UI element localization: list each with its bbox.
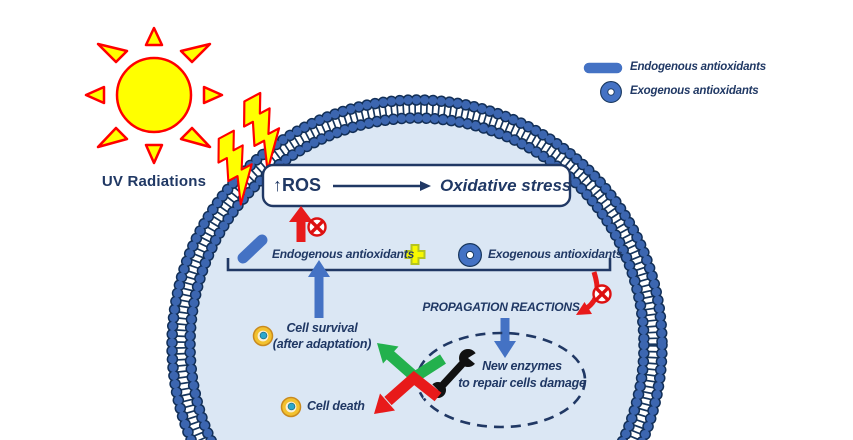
endogenous-rod-icon (237, 234, 268, 264)
propagation-reactions-label: PROPAGATION REACTIONS (422, 300, 580, 314)
lightning-icons (217, 91, 281, 206)
ros-box (261, 163, 572, 208)
legend-exogenous-ring-icon (600, 81, 622, 103)
cell-survival-icon (252, 325, 274, 347)
exogenous-antioxidants-label: Exogenous antioxidants (488, 247, 623, 261)
plus-icon (404, 244, 426, 265)
exogenous-ring-icon (458, 243, 483, 268)
lightning-icon (217, 129, 253, 206)
ros-increase-blocked-arrow (289, 206, 313, 242)
legend-endogenous-label: Endogenous antioxidants (630, 61, 766, 73)
new-enzymes-line1: New enzymes (482, 359, 562, 373)
cell-membrane (166, 94, 668, 440)
cell-survival-line2: (after adaptation) (272, 337, 372, 351)
legend-exogenous-label: Exogenous antioxidants (630, 85, 759, 97)
survival-to-antioxidants-arrow (308, 260, 330, 318)
cell-death-icon (280, 396, 302, 418)
cell-survival-line1: Cell survival (286, 321, 358, 335)
cell-death-label: Cell death (307, 399, 365, 413)
ros-label: ↑ROS (273, 175, 322, 195)
endogenous-antioxidants-label: Endogenous antioxidants (272, 247, 415, 261)
oxidative-stress-label: Oxidative stress (440, 176, 572, 195)
new-enzymes-line2: to repair cells damage (458, 376, 586, 390)
propagation-to-repair-arrow (494, 318, 516, 358)
sun-icon (84, 26, 224, 165)
blocked-icon (592, 284, 612, 304)
death-red-arrow (374, 370, 442, 414)
uv-radiations-label: UV Radiations (101, 173, 207, 190)
lightning-icon (242, 91, 281, 172)
bracket (226, 258, 612, 272)
blocked-icon (307, 217, 327, 237)
